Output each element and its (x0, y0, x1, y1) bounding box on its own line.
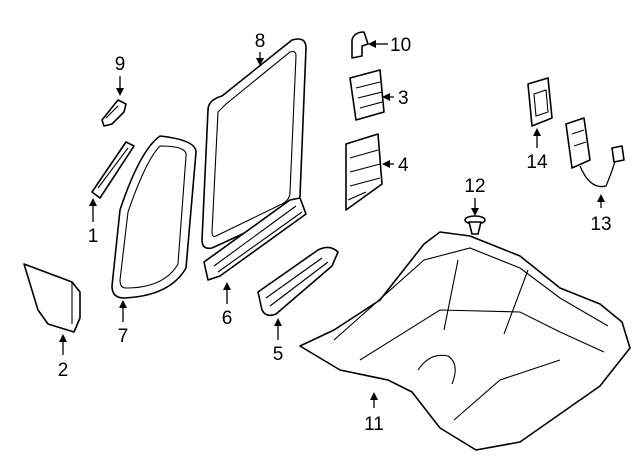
arrow-13 (597, 194, 605, 202)
callout-1: 1 (88, 226, 99, 247)
callout-13: 13 (590, 214, 611, 235)
callout-4: 4 (398, 155, 409, 176)
callout-5: 5 (273, 344, 284, 365)
callout-labels: 1 2 3 4 5 6 7 8 9 10 11 12 13 14 (58, 31, 612, 435)
part-14-module (527, 77, 553, 127)
part-7-door-seal (111, 135, 197, 299)
callout-6: 6 (222, 308, 233, 329)
callout-8: 8 (255, 31, 266, 52)
arrow-7 (119, 300, 127, 308)
callout-12: 12 (464, 176, 485, 197)
part-9-bracket (101, 99, 127, 127)
callout-2: 2 (58, 360, 69, 381)
part-11-floor-mat (299, 231, 631, 451)
leader-lines (59, 40, 605, 408)
arrow-5 (274, 318, 282, 326)
part-10-clip (351, 31, 369, 59)
arrow-10 (368, 40, 376, 48)
part-13-switch-harness (565, 117, 625, 188)
part-3-upper-trim (349, 69, 385, 121)
arrow-1 (89, 198, 97, 206)
part-1-pillar-trim (91, 141, 135, 199)
callout-9: 9 (115, 54, 126, 75)
arrow-2 (59, 334, 67, 342)
arrow-9 (116, 88, 124, 96)
callout-14: 14 (526, 152, 548, 173)
arrow-14 (533, 128, 541, 136)
part-5-scuff-plate (257, 246, 339, 317)
part-4-lower-trim (345, 133, 383, 211)
part-2-corner-trim (23, 263, 81, 333)
part-12-fastener (464, 215, 486, 235)
arrow-11 (370, 392, 378, 400)
part-6-scuff-plate (203, 197, 307, 281)
callout-7: 7 (118, 326, 129, 347)
arrow-6 (223, 282, 231, 290)
arrow-4 (382, 160, 390, 168)
callout-3: 3 (398, 88, 409, 109)
arrow-3 (382, 93, 390, 101)
arrow-8 (256, 58, 264, 66)
callout-11: 11 (364, 414, 384, 435)
callout-10: 10 (390, 35, 411, 56)
arrow-12 (471, 208, 479, 216)
